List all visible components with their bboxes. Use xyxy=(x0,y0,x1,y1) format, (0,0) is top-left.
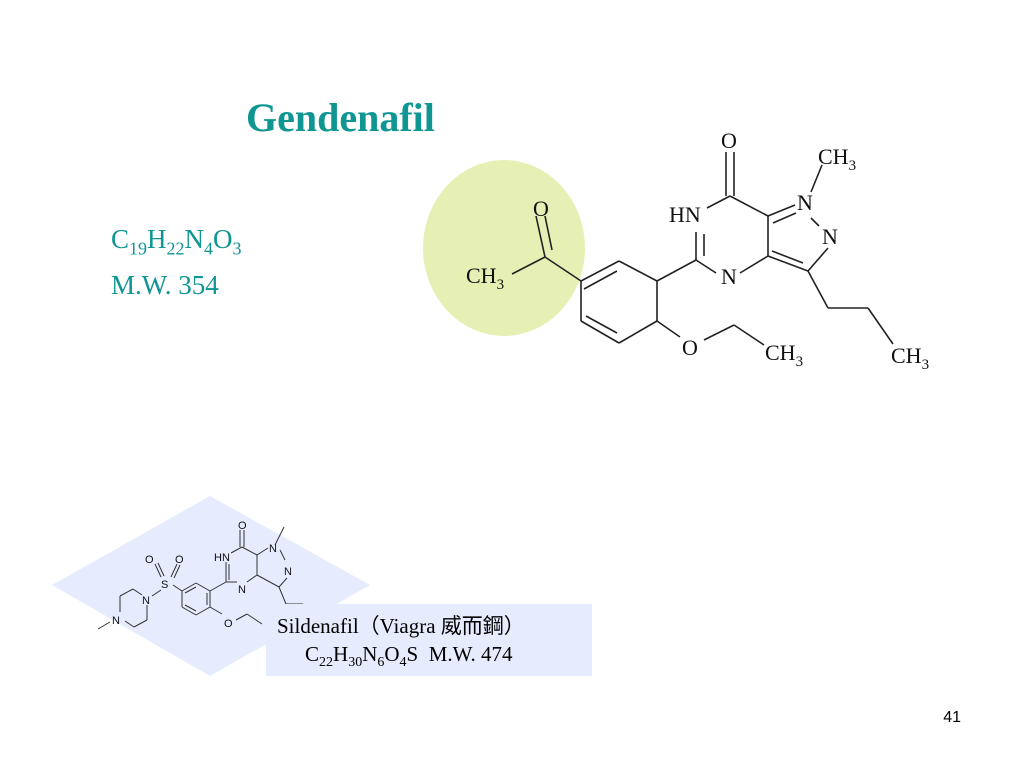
sil-atom-s: S xyxy=(161,579,168,591)
molecular-weight: M.W. 354 xyxy=(111,270,219,300)
atom-n-pyrazole-2: N xyxy=(822,224,838,249)
atom-o-ether: O xyxy=(682,335,698,360)
atom-hn: HN xyxy=(669,202,701,227)
atom-ch3-propyl: CH3 xyxy=(891,343,929,373)
slide-title: Gendenafil xyxy=(246,95,435,140)
sildenafil-background xyxy=(52,496,370,676)
gendenafil-atom-labels: O CH3 O CH3 HN N N N O CH3 CH3 xyxy=(466,128,929,373)
sil-atom-o1: O xyxy=(145,554,154,566)
sil-atom-pip-n1: N xyxy=(142,595,150,607)
sil-atom-o-lactam: O xyxy=(238,520,247,532)
atom-ch3-acetyl: CH3 xyxy=(466,263,504,293)
sil-atom-n2: N xyxy=(284,566,292,578)
sil-atom-o2: O xyxy=(175,554,184,566)
sil-atom-pip-n2: N xyxy=(112,615,120,627)
sil-atom-hn: HN xyxy=(214,552,230,564)
atom-o-ketone: O xyxy=(533,196,549,221)
molecular-formula: C19H22N4O3 xyxy=(111,224,242,259)
sildenafil-atom-labels: O HN N N N S O O N N O xyxy=(112,520,292,630)
sil-atom-n1: N xyxy=(269,543,277,555)
sil-atom-n3: N xyxy=(238,584,246,596)
atom-ch3-ethoxy: CH3 xyxy=(765,340,803,370)
sildenafil-name: Sildenafil（Viagra 威而鋼） xyxy=(277,614,525,638)
atom-n-pyrazole-1: N xyxy=(797,190,813,215)
sildenafil-caption: Sildenafil（Viagra 威而鋼） C22H30N6O4S M.W. … xyxy=(266,604,592,676)
sil-atom-o-ether: O xyxy=(224,618,233,630)
gendenafil-bonds xyxy=(511,152,894,346)
atom-n-pyrimidine: N xyxy=(721,264,737,289)
atom-o-lactam: O xyxy=(721,128,737,153)
atom-ch3-nmethyl: CH3 xyxy=(818,144,856,174)
page-number: 41 xyxy=(943,709,961,726)
acetyl-highlight xyxy=(423,160,585,336)
sildenafil-mw: M.W. 474 xyxy=(428,642,513,666)
sildenafil-formula: C22H30N6O4S M.W. 474 xyxy=(305,642,513,671)
